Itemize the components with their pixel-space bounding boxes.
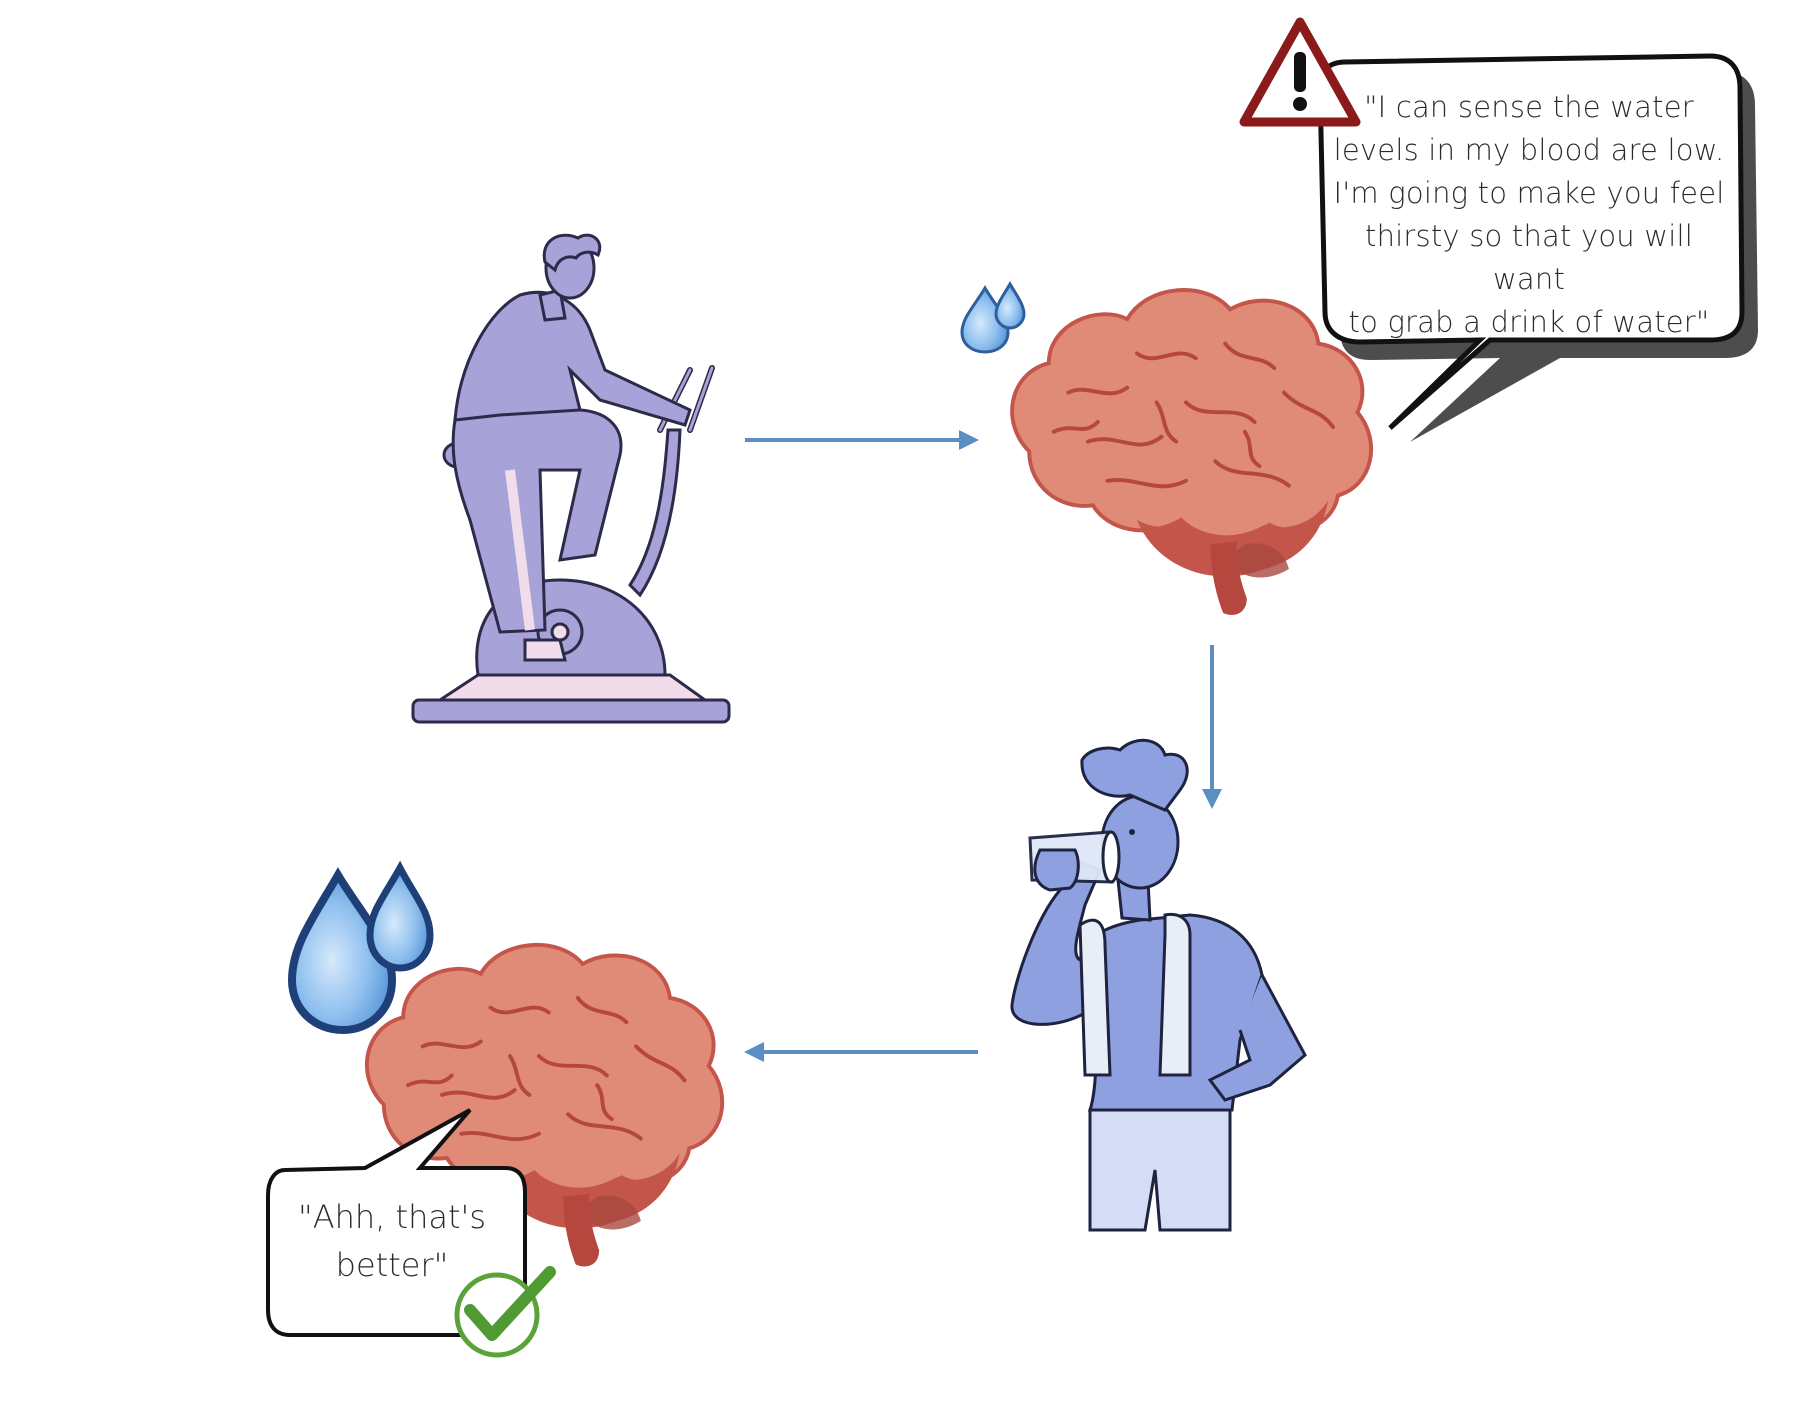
warning-triangle-icon bbox=[1239, 17, 1361, 127]
brain-icon bbox=[1010, 288, 1374, 617]
speech-line: "Ahh, that's bbox=[298, 1198, 486, 1236]
speech-line: "I can sense the water bbox=[1364, 90, 1694, 124]
speech-bubble-bottom-text: "Ahh, that's better" bbox=[276, 1193, 508, 1289]
small-water-drops-icon bbox=[960, 281, 1026, 354]
speech-line: thirsty so that you will want bbox=[1365, 219, 1693, 296]
speech-line: I'm going to make you feel bbox=[1333, 176, 1725, 210]
speech-bubble-top bbox=[1317, 53, 1758, 442]
person-on-exercise-bike-icon bbox=[411, 233, 731, 724]
large-water-drops-icon bbox=[287, 860, 434, 1035]
speech-line: to grab a drink of water" bbox=[1348, 305, 1710, 339]
speech-line: levels in my blood are low. bbox=[1333, 133, 1725, 167]
green-checkmark-icon bbox=[454, 1266, 556, 1358]
speech-line: better" bbox=[335, 1246, 449, 1284]
person-drinking-water-icon bbox=[1010, 738, 1307, 1232]
speech-bubble-top-text: "I can sense the water levels in my bloo… bbox=[1328, 86, 1730, 344]
